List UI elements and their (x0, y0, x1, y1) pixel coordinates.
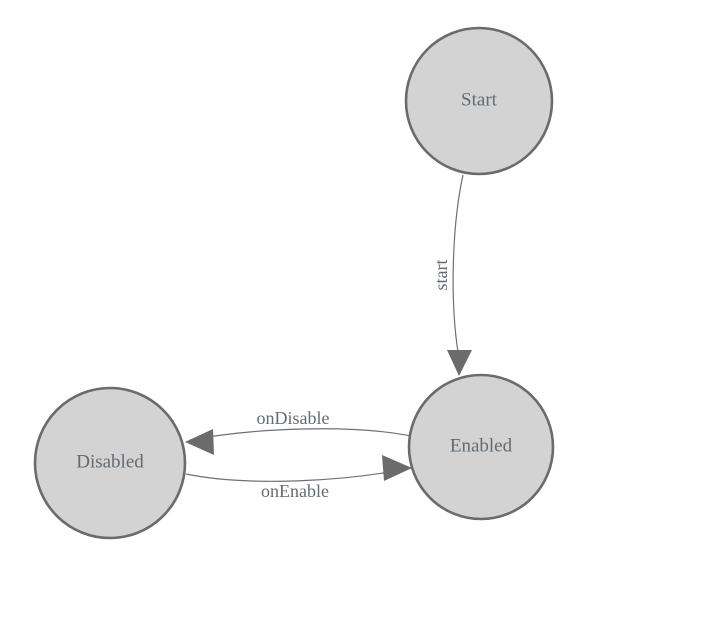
edge-label-start: start (431, 260, 451, 291)
node-enabled-circle (407, 373, 555, 521)
node-start-label: Start (461, 89, 498, 110)
edge-start-to-enabled-arrowhead (447, 350, 472, 376)
edge-disabled-to-enabled[interactable]: onEnable (185, 455, 412, 501)
edge-disabled-to-enabled-arrowhead (382, 455, 412, 481)
edge-enabled-to-disabled-path (189, 428, 412, 441)
node-disabled-label: Disabled (76, 451, 144, 472)
edge-enabled-to-disabled[interactable]: onDisable (185, 408, 412, 455)
edge-enabled-to-disabled-arrowhead (185, 429, 214, 455)
edge-start-to-enabled-path (452, 174, 464, 353)
node-disabled-circle (33, 386, 187, 540)
edge-disabled-to-enabled-path (185, 468, 407, 482)
edge-label-on-disable: onDisable (257, 408, 330, 428)
edge-label-on-enable: onEnable (261, 481, 329, 501)
node-start[interactable]: Start (404, 26, 554, 176)
node-start-circle (404, 26, 554, 176)
node-enabled[interactable]: Enabled (407, 373, 555, 521)
node-disabled[interactable]: Disabled (33, 386, 187, 540)
node-enabled-label: Enabled (450, 435, 513, 456)
edge-start-to-enabled[interactable]: start (431, 174, 472, 376)
